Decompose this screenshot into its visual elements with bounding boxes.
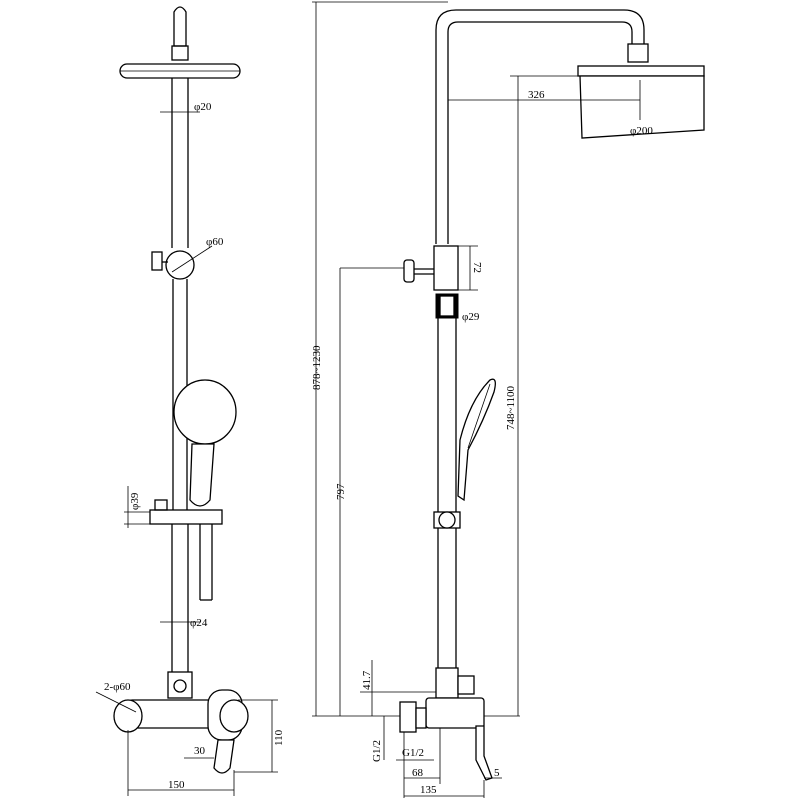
side-slider-knob xyxy=(438,511,456,529)
front-dim150-label: 150 xyxy=(168,779,185,791)
side-valve-label: 72 xyxy=(471,262,483,273)
side-reach-label: 326 xyxy=(528,89,545,101)
side-mixer-flange xyxy=(399,701,417,733)
side-arm-outer xyxy=(435,9,645,244)
side-mixer-diverter xyxy=(457,675,475,695)
front-flange-label: 2-φ60 xyxy=(104,681,131,693)
side-mixer-lever xyxy=(475,725,493,781)
side-hand-shower xyxy=(457,378,496,502)
front-diverter-holder xyxy=(165,250,195,280)
side-diverter-handle xyxy=(403,259,415,283)
front-dia24-label: φ24 xyxy=(190,617,208,629)
side-diverter-block xyxy=(433,245,459,291)
side-mixer-body xyxy=(425,697,485,729)
front-dia20-label: φ20 xyxy=(194,101,212,113)
front-flange-right xyxy=(219,699,249,733)
front-view: φ20 φ60 φ39 φ24 xyxy=(95,6,285,796)
side-overall-label: 878~1230 xyxy=(311,345,323,390)
side-tube-dia-label: φ29 xyxy=(462,311,480,323)
front-top-arm xyxy=(173,6,187,47)
side-dim41-label: 41.7 xyxy=(361,670,373,690)
front-dia60-leader xyxy=(171,245,213,273)
side-view: 878~1230 φ200 326 748~1100 72 797 φ2 xyxy=(311,1,705,798)
side-head-dia-label: φ200 xyxy=(630,125,653,137)
front-mixer-handle xyxy=(213,739,235,774)
side-mixer-nut xyxy=(415,707,427,729)
side-dim135-label: 135 xyxy=(420,784,437,796)
front-slider-bracket xyxy=(149,509,223,525)
side-dim68-label: 68 xyxy=(412,767,424,779)
side-thread-bottom-label: G1/2 xyxy=(402,747,424,759)
front-slider-clip xyxy=(154,499,168,511)
side-mixer-top-nut xyxy=(435,667,459,699)
side-outlet-height-label: 797 xyxy=(335,483,347,500)
side-tube-collar-inner xyxy=(439,295,455,317)
front-hand-shower-handle xyxy=(189,443,215,507)
side-thread-left-label: G1/2 xyxy=(371,740,383,762)
front-flange-leader xyxy=(95,691,137,713)
side-head-connector xyxy=(627,43,649,63)
front-hand-shower-head xyxy=(173,379,237,445)
side-arm-inner xyxy=(447,21,633,244)
front-diverter-knob xyxy=(151,251,163,271)
side-shower-head-body xyxy=(579,75,705,139)
front-dim110-label: 110 xyxy=(273,729,285,746)
front-dia39-label: φ39 xyxy=(129,492,141,510)
side-slide-range-label: 748~1100 xyxy=(505,385,517,430)
side-hand-shower-face xyxy=(467,383,491,449)
side-dim5-label: 5 xyxy=(494,767,500,779)
front-mixer-riser-knob xyxy=(173,679,187,693)
front-flange-left xyxy=(113,699,143,733)
front-dia60-label: φ60 xyxy=(206,236,224,248)
front-dim30-label: 30 xyxy=(194,745,206,757)
side-shower-head-top xyxy=(577,65,705,77)
front-mixer-riser-nut xyxy=(167,671,193,699)
front-head-connector xyxy=(171,45,189,61)
